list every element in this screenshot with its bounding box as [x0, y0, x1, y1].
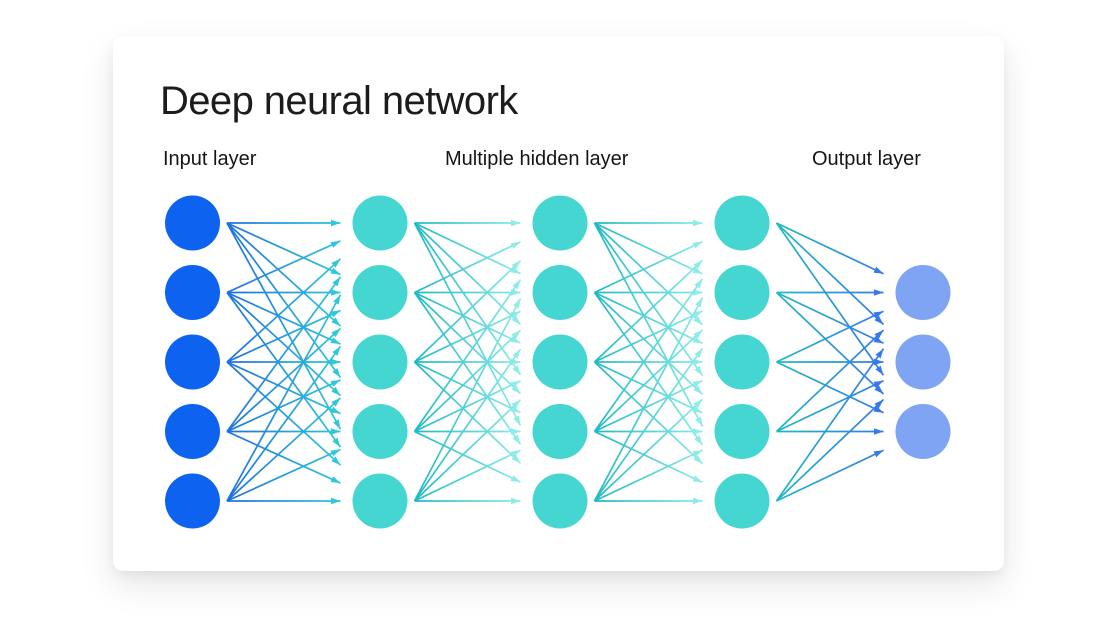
label-input-layer: Input layer	[163, 148, 257, 170]
label-output-layer: Output layer	[812, 148, 921, 170]
label-hidden-layer: Multiple hidden layer	[445, 148, 629, 170]
diagram-title: Deep neural network	[160, 79, 518, 123]
